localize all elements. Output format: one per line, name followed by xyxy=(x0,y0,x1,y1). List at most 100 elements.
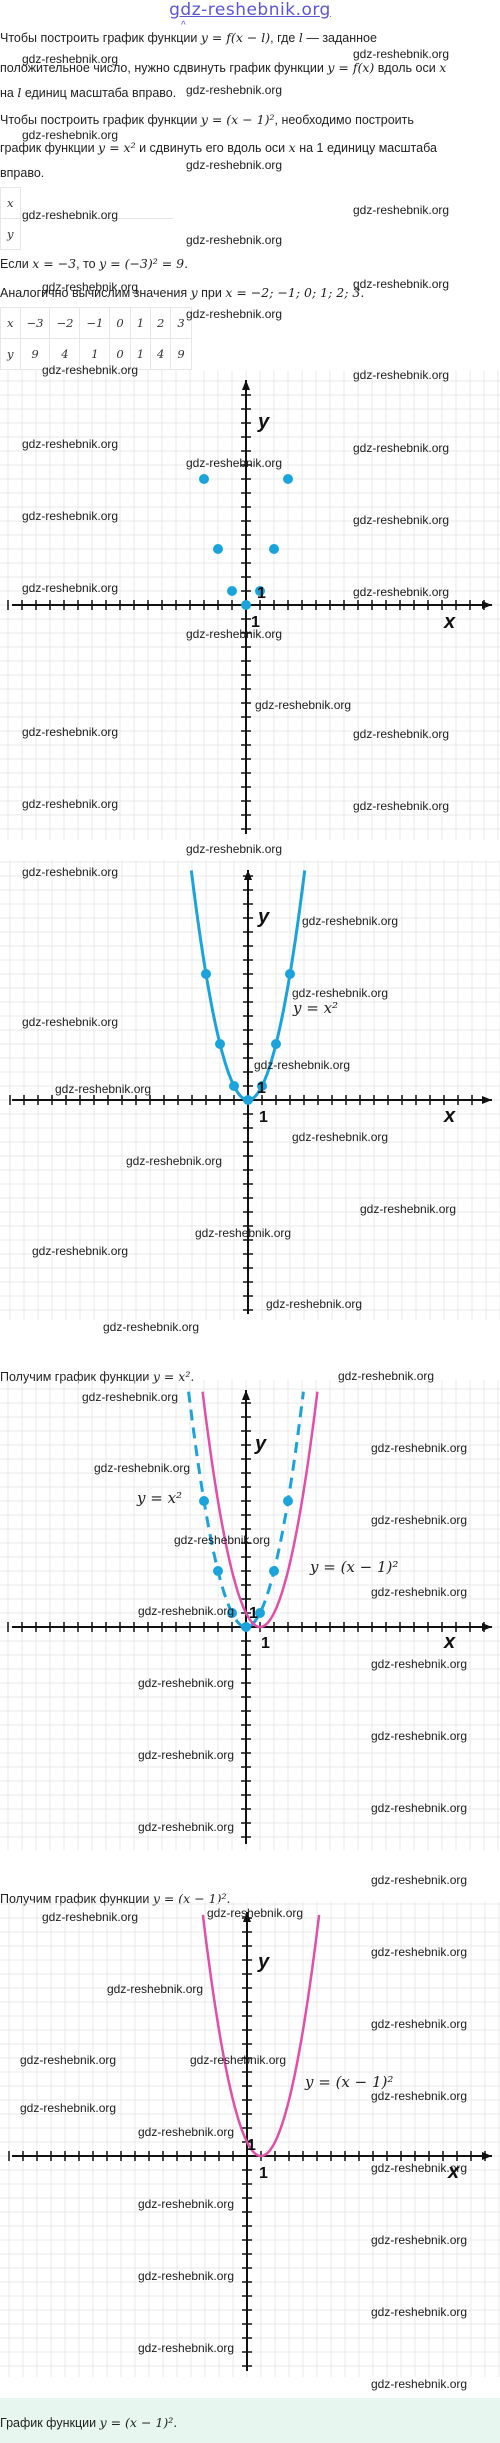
watermark: gdz-reshebnik.org xyxy=(302,914,399,928)
watermark: gdz-reshebnik.org xyxy=(353,585,450,599)
table-cell: 9 xyxy=(19,338,51,370)
watermark: gdz-reshebnik.org xyxy=(22,509,119,523)
data-point xyxy=(201,969,211,979)
watermark: gdz-reshebnik.org xyxy=(174,1533,271,1547)
shifted-curve xyxy=(201,1914,321,2158)
data-point xyxy=(213,544,223,554)
data-point xyxy=(227,1608,237,1618)
data-point xyxy=(271,1039,281,1049)
watermark: gdz-reshebnik.org xyxy=(353,277,450,291)
watermark: gdz-reshebnik.org xyxy=(186,233,283,247)
watermark: gdz-reshebnik.org xyxy=(42,1910,139,1924)
watermark: gdz-reshebnik.org xyxy=(353,368,450,382)
graph-4-shifted: y x 1 1 y = (x − 1)² xyxy=(0,1902,500,2377)
watermark: gdz-reshebnik.org xyxy=(255,698,352,712)
watermark: gdz-reshebnik.org xyxy=(138,1676,235,1690)
watermark: gdz-reshebnik.org xyxy=(107,1982,204,1996)
watermark: gdz-reshebnik.org xyxy=(353,203,450,217)
watermark: gdz-reshebnik.org xyxy=(195,1226,292,1240)
data-point xyxy=(283,1496,293,1506)
tick-label-y-one: 1 xyxy=(257,1080,266,1097)
table-cell: y xyxy=(0,218,21,250)
watermark: gdz-reshebnik.org xyxy=(186,842,283,856)
watermark: gdz-reshebnik.org xyxy=(371,1729,468,1743)
table-cell: 1 xyxy=(129,338,152,370)
tick-label-x-one: 1 xyxy=(259,1109,268,1126)
data-point xyxy=(199,474,209,484)
data-point xyxy=(255,1608,265,1618)
watermark: gdz-reshebnik.org xyxy=(22,797,119,811)
table-cell: 9 xyxy=(170,338,192,370)
data-point xyxy=(241,1622,251,1632)
graph-2-parabola: y x 1 1 y = x² xyxy=(0,860,500,1320)
table-cell: 1 xyxy=(79,338,111,370)
watermark: gdz-reshebnik.org xyxy=(138,2269,235,2283)
parabola-curve-dashed xyxy=(187,1391,305,1629)
watermark: gdz-reshebnik.org xyxy=(186,307,283,321)
paragraph-4: Чтобы построить график функции y = (x − … xyxy=(0,112,414,127)
data-point xyxy=(285,969,295,979)
data-point xyxy=(229,1081,239,1091)
watermark: gdz-reshebnik.org xyxy=(292,986,389,1000)
watermark: gdz-reshebnik.org xyxy=(371,1873,468,1887)
shifted-label: y = (x − 1)² xyxy=(304,2073,393,2091)
table-cell: 4 xyxy=(49,338,81,370)
paragraph-2: положительное число, нужно сдвинуть граф… xyxy=(0,60,447,75)
shifted-curve xyxy=(201,1391,319,1629)
tick-label-x-one: 1 xyxy=(261,1635,270,1652)
table-header-y: y xyxy=(0,338,21,370)
table-cell: x xyxy=(0,187,21,219)
data-point xyxy=(283,474,293,484)
y-axis-label: y xyxy=(257,906,270,928)
watermark: gdz-reshebnik.org xyxy=(138,2125,235,2139)
x-axis-label: x xyxy=(443,1631,456,1653)
paragraph-7: Если x = −3, то y = (−3)² = 9. xyxy=(0,256,189,271)
x-axis-arrow xyxy=(482,2152,492,2160)
table-row: x −3 −2 −1 0 1 2 3 xyxy=(0,307,192,339)
x-axis-arrow xyxy=(482,1096,492,1104)
watermark: gdz-reshebnik.org xyxy=(138,1820,235,1834)
value-table-2: x −3 −2 −1 0 1 2 3 y 9 4 1 0 1 4 9 xyxy=(0,307,192,370)
watermark: gdz-reshebnik.org xyxy=(94,1461,191,1475)
site-logo[interactable]: gdz-reshebnik.org xyxy=(169,0,331,20)
watermark: gdz-reshebnik.org xyxy=(20,2101,117,2115)
watermark: gdz-reshebnik.org xyxy=(254,1058,351,1072)
parabola-label: y = x² xyxy=(136,1489,182,1507)
watermark: gdz-reshebnik.org xyxy=(22,1015,119,1029)
table-cell: −1 xyxy=(79,307,111,339)
y-axis-label: y xyxy=(257,1951,270,1973)
watermark: gdz-reshebnik.org xyxy=(138,2341,235,2355)
watermark: gdz-reshebnik.org xyxy=(338,1369,435,1383)
tick-label-y-one: 1 xyxy=(247,2137,256,2154)
x-axis-label: x xyxy=(443,1105,456,1127)
table-cell: −2 xyxy=(49,307,81,339)
watermark: gdz-reshebnik.org xyxy=(22,725,119,739)
watermark: gdz-reshebnik.org xyxy=(126,1154,223,1168)
caret-icon: ^ xyxy=(181,20,186,31)
table-cell: 0 xyxy=(109,307,131,339)
tick-label-x-one: 1 xyxy=(259,2165,268,2182)
watermark: gdz-reshebnik.org xyxy=(292,1130,389,1144)
watermark: gdz-reshebnik.org xyxy=(82,1390,179,1404)
graph-1-points: y x 1 1 xyxy=(0,370,500,840)
watermark: gdz-reshebnik.org xyxy=(103,1320,200,1334)
y-axis-arrow xyxy=(242,380,250,390)
graph-3-shift: y x 1 1 y = x² y = (x − 1)² xyxy=(0,1380,500,1850)
watermark: gdz-reshebnik.org xyxy=(186,456,283,470)
x-axis-label: x xyxy=(447,2161,460,2183)
watermark: gdz-reshebnik.org xyxy=(371,1441,468,1455)
watermark: gdz-reshebnik.org xyxy=(22,52,119,66)
watermark: gdz-reshebnik.org xyxy=(22,865,119,879)
tick-label-y-one: 1 xyxy=(249,1605,258,1622)
watermark: gdz-reshebnik.org xyxy=(20,2053,117,2067)
watermark: gdz-reshebnik.org xyxy=(371,2233,468,2247)
watermark: gdz-reshebnik.org xyxy=(186,627,283,641)
data-point xyxy=(255,586,265,596)
table-cell: 2 xyxy=(150,307,172,339)
paragraph-9: Получим график функции y = x². xyxy=(0,1369,195,1384)
watermark: gdz-reshebnik.org xyxy=(138,1748,235,1762)
table-cell: 3 xyxy=(170,307,192,339)
watermark: gdz-reshebnik.org xyxy=(353,513,450,527)
data-point xyxy=(213,1566,223,1576)
tick-label-x-one: 1 xyxy=(251,614,260,631)
